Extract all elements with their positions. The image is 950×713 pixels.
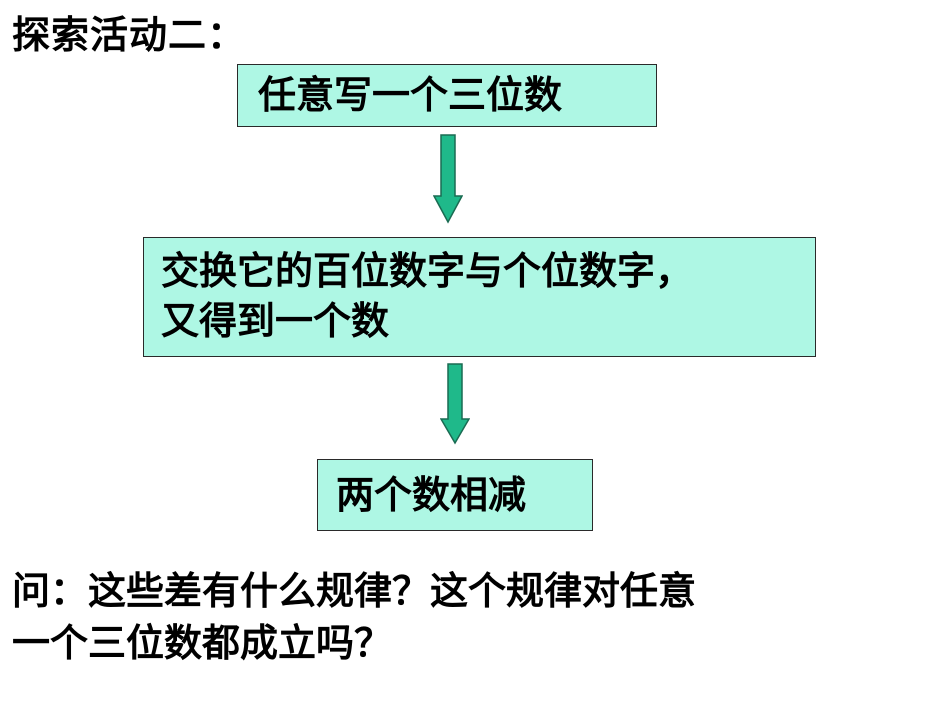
question-line: 一个三位数都成立吗？	[12, 621, 393, 665]
step-box-swap-digits: 交换它的百位数字与个位数字， 又得到一个数	[143, 237, 816, 357]
step-text: 又得到一个数	[161, 299, 390, 343]
step-box-write-number: 任意写一个三位数	[237, 64, 657, 127]
question-text: 问：这些差有什么规律？这个规律对任意 一个三位数都成立吗？	[12, 565, 696, 669]
down-arrow-icon	[433, 134, 463, 224]
step-box-subtract: 两个数相减	[317, 459, 593, 531]
step-text: 两个数相减	[336, 473, 527, 517]
step-text: 交换它的百位数字与个位数字，	[161, 249, 694, 293]
step-text: 任意写一个三位数	[258, 73, 563, 117]
question-line: 问：这些差有什么规律？这个规律对任意	[12, 569, 697, 613]
activity-heading: 探索活动二：	[12, 13, 247, 57]
down-arrow-icon	[440, 363, 470, 445]
